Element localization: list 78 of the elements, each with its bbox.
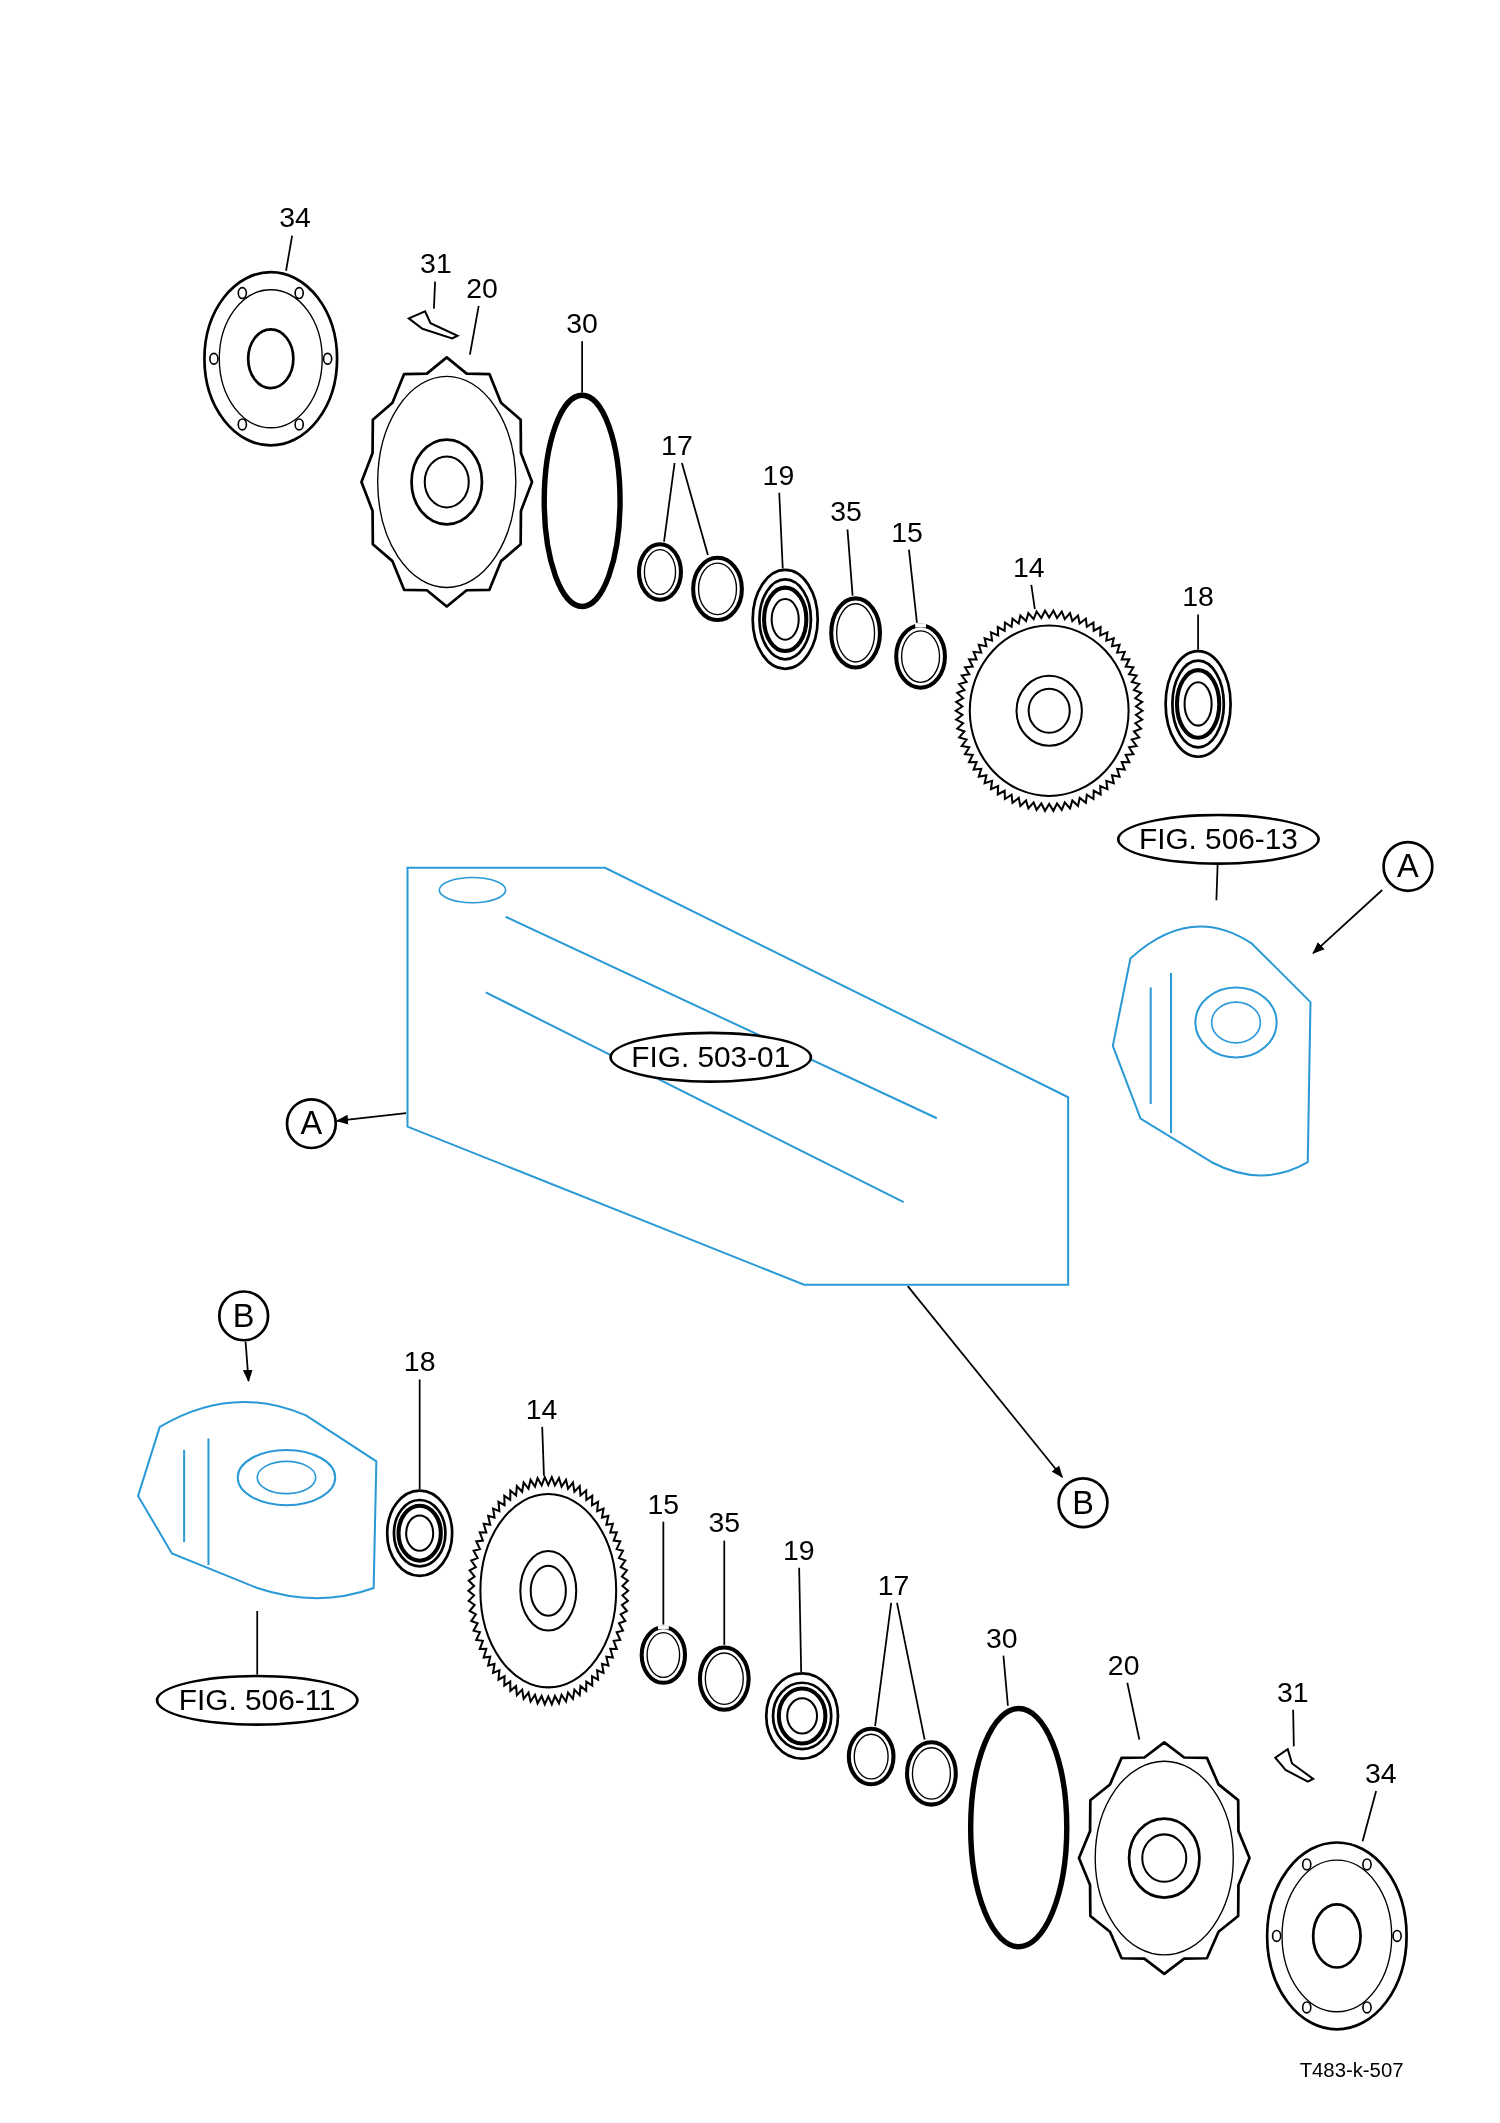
leader-line <box>846 528 854 597</box>
arrow <box>335 1112 407 1125</box>
ring-drawing <box>697 1644 752 1713</box>
callout-number: 14 <box>519 1391 564 1427</box>
axle-housing-drawing <box>406 866 1070 1287</box>
snap-ring-drawing <box>893 622 948 691</box>
ring-drawing <box>828 595 883 671</box>
o-ring-drawing <box>541 392 623 610</box>
reference-letter-circle: A <box>285 1097 338 1150</box>
reference-letter-circle: A <box>1382 840 1434 893</box>
callout-number: 18 <box>1176 579 1220 615</box>
leader-line <box>581 340 583 394</box>
callout-number: 19 <box>756 457 801 493</box>
cover-drawing <box>358 354 535 610</box>
callout-number: 15 <box>641 1486 685 1522</box>
arrow <box>1312 889 1384 954</box>
leader-line <box>418 1378 421 1491</box>
bearing-drawing <box>764 1671 840 1760</box>
callout-number: 18 <box>398 1344 442 1380</box>
gear-drawing <box>954 609 1144 813</box>
callout-number: 17 <box>871 1567 916 1603</box>
callout-number: 17 <box>655 427 699 463</box>
callout-number: 20 <box>460 270 504 306</box>
leader-line <box>1292 1708 1295 1748</box>
leader-line <box>256 1610 259 1676</box>
drawing-number: T483-k-507 <box>1299 2057 1404 2081</box>
leader-line <box>874 1602 893 1727</box>
ring-drawing <box>690 555 745 623</box>
figure-reference-oval: FIG. 506-13 <box>1116 813 1320 866</box>
leader-line <box>681 462 709 556</box>
ring-drawing <box>846 1726 897 1787</box>
cover-drawing <box>1076 1739 1253 1977</box>
bolt-drawing <box>406 308 461 342</box>
leader-line <box>1197 613 1199 651</box>
leader-line <box>433 280 436 310</box>
reference-letter-circle: B <box>217 1290 270 1342</box>
leader-line <box>1030 583 1036 611</box>
leader-line <box>896 1602 926 1741</box>
callout-number: 31 <box>414 246 458 282</box>
leader-line <box>541 1426 545 1477</box>
callout-number: 14 <box>1007 549 1051 585</box>
callout-number: 34 <box>273 200 317 236</box>
leader-line <box>469 305 480 356</box>
leader-line <box>662 1520 665 1626</box>
callout-number: 30 <box>560 305 604 342</box>
snap-ring-drawing <box>639 1624 688 1686</box>
callout-number: 35 <box>702 1505 746 1541</box>
ring-drawing <box>636 541 684 603</box>
leader-line <box>798 1566 803 1673</box>
reference-letter-circle: B <box>1057 1477 1109 1529</box>
leader-line <box>723 1539 726 1646</box>
callout-number: 30 <box>980 1620 1024 1656</box>
ring-drawing <box>904 1739 959 1808</box>
arrow <box>242 1340 253 1383</box>
leader-line <box>663 462 676 543</box>
bearing-drawing <box>751 568 820 671</box>
leader-line <box>285 234 294 272</box>
callout-number: 15 <box>885 514 929 550</box>
leader-line <box>1002 1654 1009 1707</box>
leader-line <box>1126 1681 1141 1741</box>
callout-number: 35 <box>824 494 868 530</box>
flange-drawing <box>203 270 339 447</box>
gear-drawing <box>467 1475 630 1706</box>
o-ring-drawing <box>967 1705 1070 1950</box>
bearing-drawing <box>385 1489 454 1578</box>
flange-drawing <box>1265 1841 1408 2031</box>
arrow <box>906 1285 1064 1478</box>
callout-number: 19 <box>777 1532 821 1568</box>
callout-number: 20 <box>1102 1647 1146 1683</box>
leader-line <box>1215 864 1219 902</box>
callout-number: 34 <box>1359 1755 1403 1792</box>
callout-number: 31 <box>1271 1674 1315 1710</box>
leader-line <box>1361 1790 1377 1843</box>
leader-line <box>908 548 918 624</box>
bolt-drawing <box>1272 1746 1316 1785</box>
leader-line <box>778 491 784 570</box>
figure-reference-oval: FIG. 506-11 <box>155 1674 359 1727</box>
bearing-drawing <box>1164 649 1232 759</box>
